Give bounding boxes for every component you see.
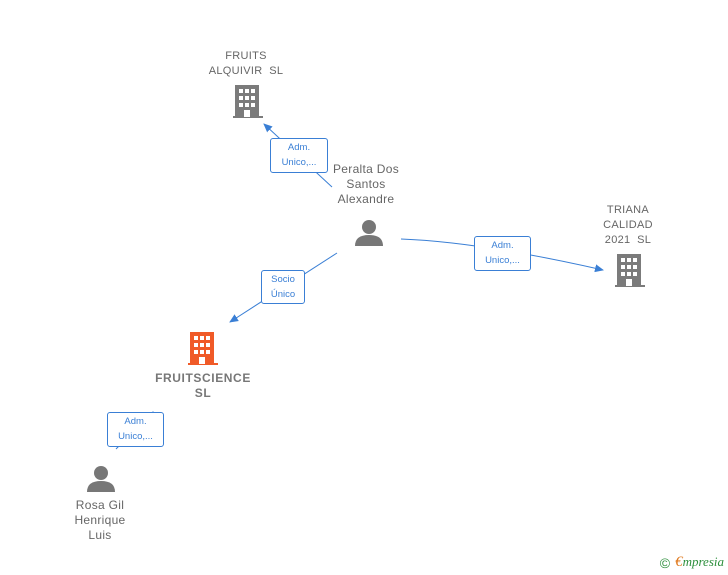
edge-label-line: Unico,... [281,157,317,168]
node-label-line: ALQUIVIR SL [208,65,284,77]
footer-brand: © €mpresia [660,554,724,571]
edge-label-line: Adm. [287,142,311,153]
node-label-line: Santos [346,177,386,191]
node-label-line: Rosa Gil [75,498,125,512]
edge-label-peralta-fruits[interactable]: Adm. Unico,... [270,138,328,173]
building-icon[interactable] [615,254,645,287]
node-label-line: FRUITS [225,50,267,62]
copyright-icon: © [659,554,671,571]
node-label-line: 2021 SL [604,234,652,246]
edge-label-line: Adm. [124,416,147,427]
person-icon[interactable] [87,466,115,492]
node-label-line: TRIANA [606,204,650,216]
node-label-fruitscience[interactable]: FRUITSCIENCE SL [143,371,263,401]
edge-label-line: Único [270,289,296,300]
brand-name: mpresia [682,554,724,569]
edge-label-line: Adm. [491,240,514,251]
node-label-line: FRUITSCIENCE [155,371,251,385]
edge-label-line: Socio [271,274,295,285]
edge-label-peralta-fruitscience[interactable]: Socio Único [261,270,305,304]
edge-label-line: Unico,... [118,431,153,442]
node-label-triana[interactable]: TRIANA CALIDAD 2021 SL [588,203,668,248]
node-label-line: Alexandre [337,192,395,206]
node-label-rosa[interactable]: Rosa Gil Henrique Luis [50,498,150,543]
node-label-line: Peralta Dos [333,162,399,176]
edge-label-line: Unico,... [485,255,520,266]
main-building-icon[interactable] [188,332,218,365]
node-label-peralta[interactable]: Peralta Dos Santos Alexandre [316,162,416,207]
node-label-line: SL [194,386,212,400]
node-label-line: Luis [88,528,112,542]
person-icon[interactable] [355,220,383,246]
brand-logo[interactable]: €mpresia [675,554,724,571]
edge-label-peralta-triana[interactable]: Adm. Unico,... [474,236,531,271]
node-label-line: CALIDAD [603,219,653,231]
node-label-fruits-alquivir[interactable]: FRUITS ALQUIVIR SL [196,49,296,79]
brand-initial: € [675,554,683,570]
edge-label-rosa-fruitscience[interactable]: Adm. Unico,... [107,412,164,447]
node-label-line: Henrique [74,513,126,527]
building-icon[interactable] [233,85,263,118]
